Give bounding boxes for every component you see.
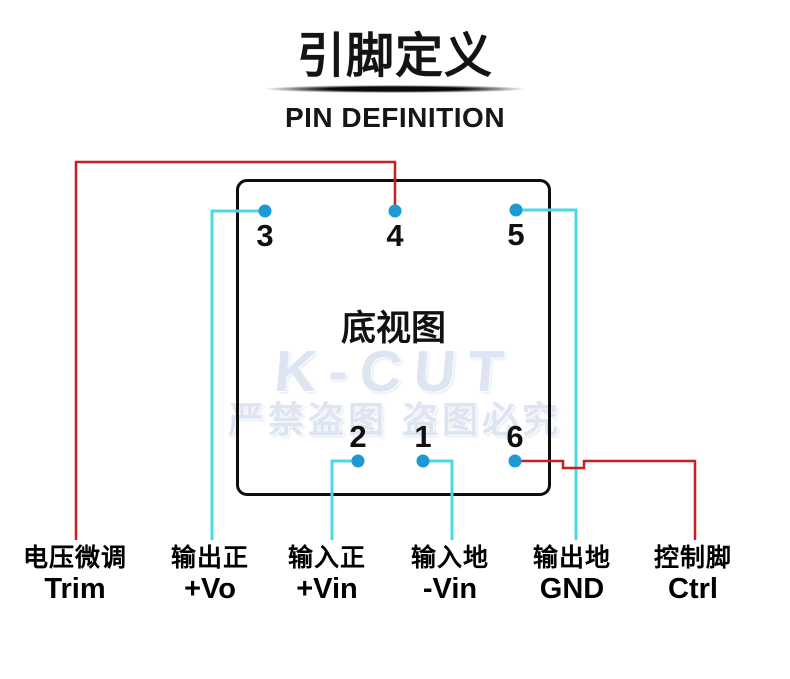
function-label-en: Ctrl (668, 573, 718, 605)
view-label: 底视图 (340, 309, 446, 348)
function-label-zh: 输入地 (410, 544, 490, 572)
pin-3-number: 3 (256, 218, 274, 253)
function-label-en: -Vin (422, 573, 478, 605)
module-outline: 底视图 (236, 179, 551, 496)
function-label-zh: 输出地 (532, 544, 612, 572)
wire-pin4-trim (74, 160, 397, 540)
pin-4-dot (388, 204, 402, 218)
function-label-vin: 输入地-Vin (411, 542, 489, 605)
pin-1-number: 1 (414, 419, 432, 454)
watermark-notice: 严禁盗图 盗图必究 (227, 399, 562, 440)
pin-1-dot (416, 454, 430, 468)
pin-2-dot (351, 454, 365, 468)
function-label-zh: 输入正 (287, 544, 367, 572)
wire-pin2-vin (330, 459, 355, 540)
function-label-en: +Vo (184, 573, 236, 605)
function-label-vo: 输出正+Vo (171, 542, 249, 605)
pin-6-dot (508, 454, 522, 468)
wire-pin5-gnd (519, 208, 578, 540)
function-label-zh: 电压微调 (22, 544, 128, 572)
pin-2-number: 2 (349, 419, 367, 454)
title-divider (264, 85, 526, 93)
function-label-zh: 输出正 (170, 544, 250, 572)
wire-pin1-vinneg (426, 459, 454, 540)
wire-pin3-vo (210, 209, 262, 540)
pin-5-number: 5 (507, 217, 525, 252)
pin-4-number: 4 (386, 218, 404, 253)
page-subtitle: PIN DEFINITION (284, 102, 506, 133)
pin-3-dot (258, 204, 272, 218)
function-label-en: +Vin (296, 573, 358, 605)
pin-6-number: 6 (506, 419, 524, 454)
function-label-en: GND (539, 573, 605, 605)
wire-pin6-ctrl (521, 459, 697, 540)
function-label-vin: 输入正+Vin (288, 542, 366, 605)
function-label-zh: 控制脚 (653, 544, 733, 572)
function-label-en: Trim (44, 573, 106, 605)
pin-5-dot (509, 203, 523, 217)
page-title: 引脚定义 (296, 30, 493, 83)
